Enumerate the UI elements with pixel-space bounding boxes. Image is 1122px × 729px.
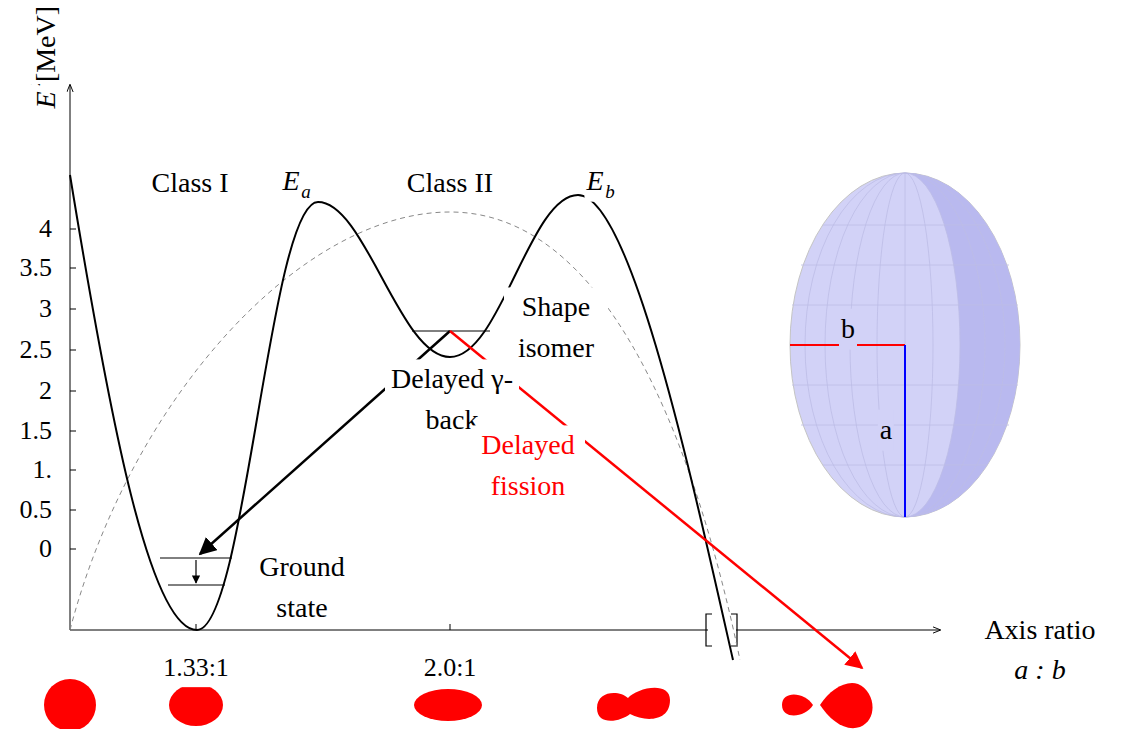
y-axis	[70, 85, 71, 630]
sphere-shape	[44, 679, 96, 729]
tick-label: 1.	[31, 451, 55, 489]
region-label: Class I	[150, 163, 231, 204]
axis-title: Axis ratio	[982, 610, 1097, 651]
tick-label: 3.5	[18, 249, 55, 287]
semi-axis-label: b	[839, 309, 857, 350]
barrier-subscript: a	[299, 178, 313, 206]
y-ticks	[70, 229, 76, 549]
tick-label: 1.5	[18, 412, 55, 450]
axis-title-math: a : b	[1012, 650, 1067, 691]
tick-label: 0	[37, 530, 54, 568]
ground-level	[168, 585, 225, 586]
axis-value: 2.0:1	[422, 649, 479, 687]
state-label: Shape isomer	[504, 287, 608, 368]
isomer-shape	[414, 689, 482, 721]
barrier-subscript: b	[603, 178, 617, 206]
axis-value: 1.33:1	[161, 649, 231, 687]
tick-label: 0.5	[18, 491, 55, 529]
state-label: Ground state	[250, 547, 354, 628]
single-barrier-curve	[70, 212, 740, 660]
double-barrier-curve	[70, 175, 733, 660]
large-fragment	[820, 683, 873, 728]
excited-level	[160, 558, 232, 559]
axis-break-gap	[708, 622, 736, 638]
level-transition-arrow	[195, 560, 196, 583]
process-label: Delayed fission	[471, 425, 585, 506]
barrier-label: E	[280, 161, 301, 202]
ground-shape	[169, 684, 223, 726]
tick-label: 2.5	[18, 331, 55, 369]
barrier-label: E	[584, 161, 605, 202]
tick-label: 3	[37, 290, 54, 328]
small-fragment	[782, 694, 813, 715]
region-label: Class II	[405, 163, 495, 204]
tick-label: 2	[37, 372, 54, 410]
tick-label: 4	[37, 210, 54, 248]
necked-shape	[597, 688, 670, 721]
semi-axis-label: a	[878, 410, 894, 451]
ellipsoid-figure	[790, 173, 1020, 517]
axis-title: E	[26, 89, 67, 110]
axis-break-bracket	[706, 614, 737, 646]
axis-title-unit: [MeV]	[26, 4, 67, 84]
